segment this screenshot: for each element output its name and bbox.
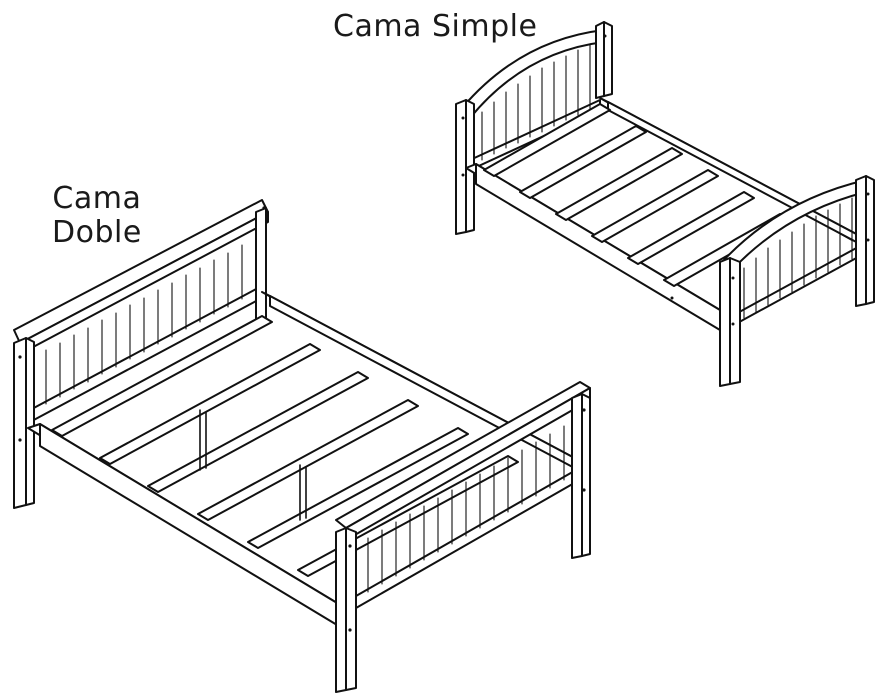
double-bed-label: Cama Doble [52,182,142,250]
double-bed-footboard [335,381,591,693]
single-bed-footboard [719,175,875,387]
double-bed-frame [27,291,583,635]
double-bed-headboard [13,199,269,509]
single-bed-frame [465,97,861,337]
single-bed-label: Cama Simple [333,9,538,44]
double-bed-label-line1: Cama [52,181,142,216]
double-bed-label-line2: Doble [52,215,142,250]
single-bed-headboard [455,21,613,235]
